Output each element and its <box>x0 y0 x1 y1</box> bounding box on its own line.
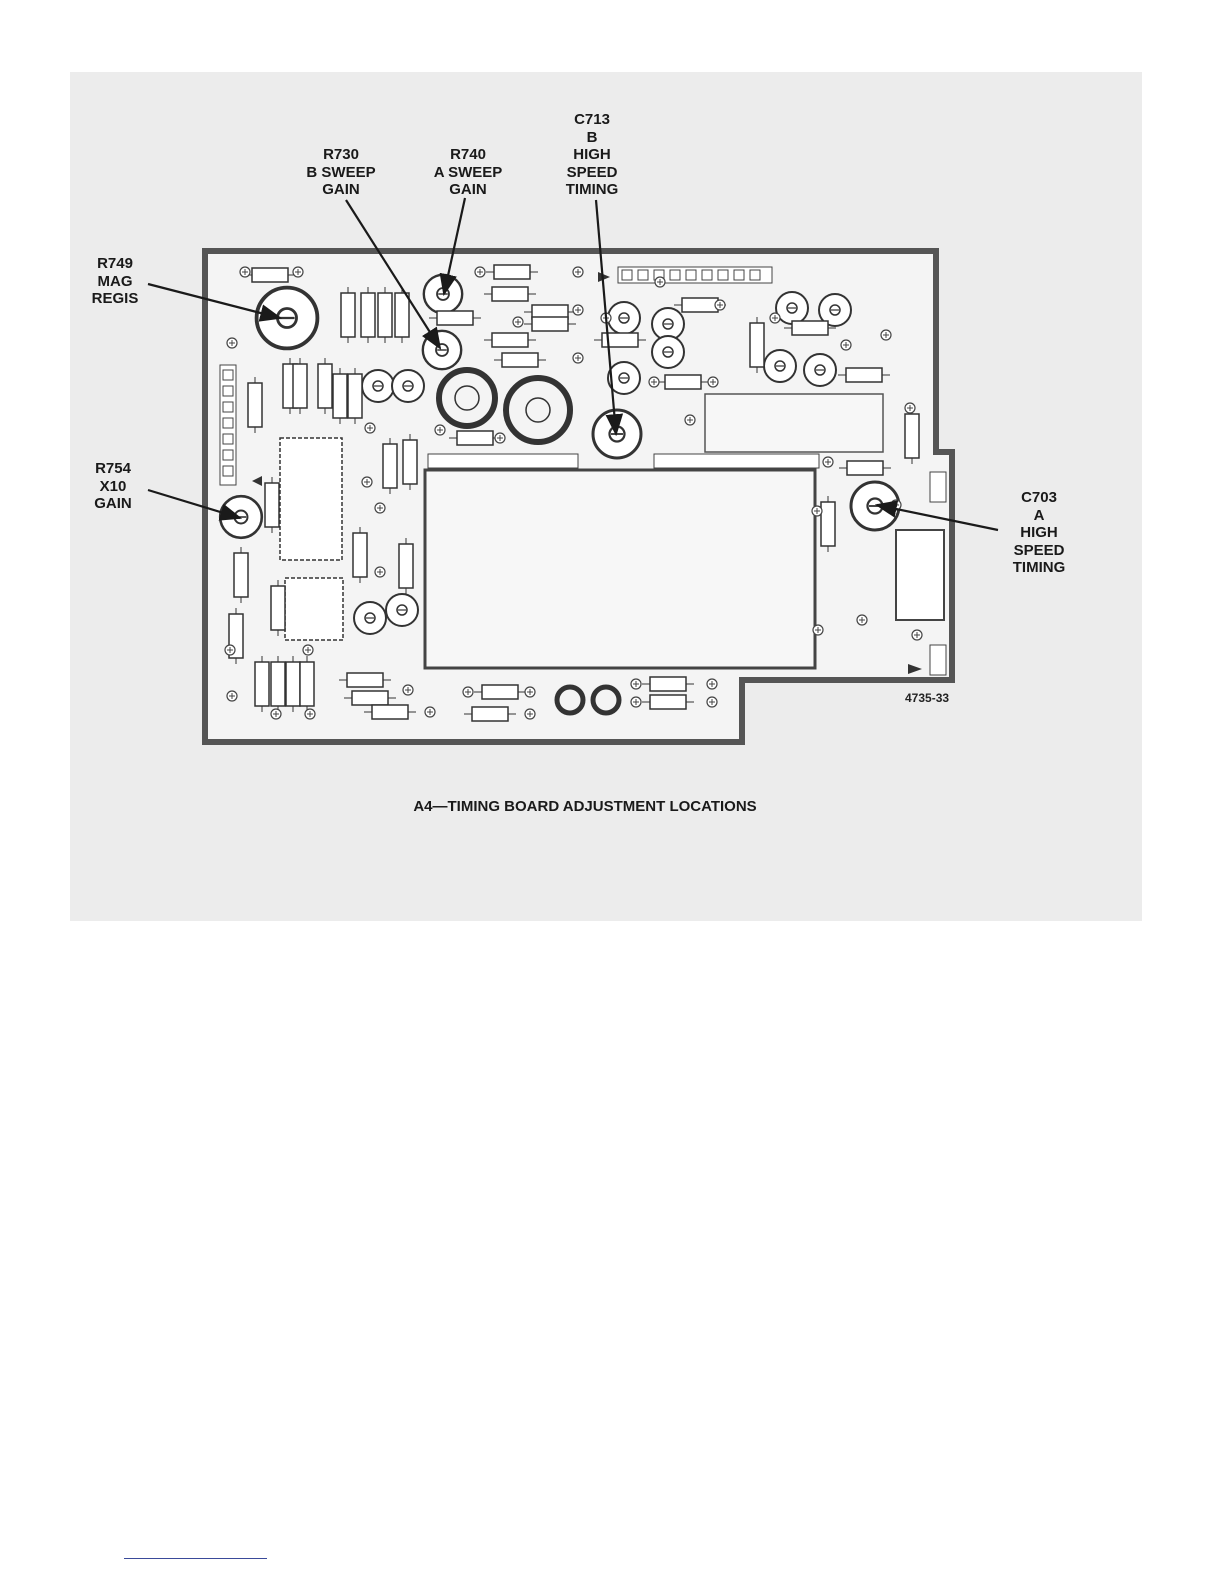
upper-right-module <box>705 394 883 452</box>
connector-strip-left <box>220 365 236 485</box>
footnote-rule <box>124 1558 267 1559</box>
callout-r754: R754 X10 GAIN <box>84 460 142 513</box>
callout-r749: R749 MAG REGIS <box>84 255 146 308</box>
callout-c703: C703 A HIGH SPEED TIMING <box>1002 489 1076 577</box>
callout-r740: R740 A SWEEP GAIN <box>424 146 512 199</box>
right-tall-component <box>896 530 944 620</box>
figure-number: 4735-33 <box>905 691 949 705</box>
ic-chip-icon <box>280 438 343 640</box>
figure-caption: A4—TIMING BOARD ADJUSTMENT LOCATIONS <box>0 798 1170 815</box>
large-module <box>425 470 815 668</box>
connector-strip-top <box>618 267 772 283</box>
callout-r730: R730 B SWEEP GAIN <box>300 146 382 199</box>
callout-c713: C713 B HIGH SPEED TIMING <box>556 111 628 199</box>
